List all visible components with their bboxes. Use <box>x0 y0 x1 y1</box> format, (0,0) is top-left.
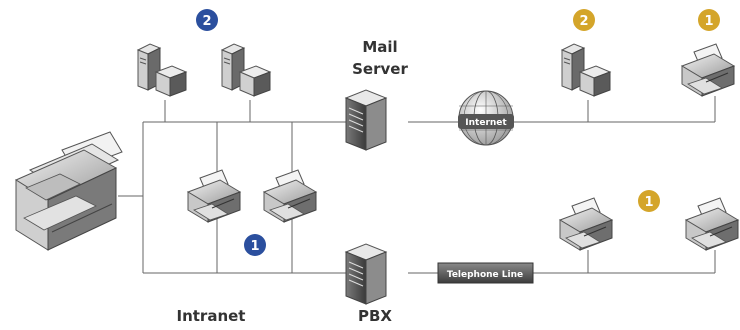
badge-intranet: 1 <box>250 239 259 254</box>
mail-server-label-line2: Server <box>352 60 408 78</box>
fax-machine-icon <box>187 169 241 223</box>
connection-lines <box>118 96 716 274</box>
desktop-computer-icon <box>561 43 611 97</box>
fax-machine-icon <box>263 169 317 223</box>
internet-globe-icon <box>458 90 514 146</box>
desktop-computer-icon <box>221 43 271 97</box>
telephone-line-label: Telephone Line <box>447 270 523 280</box>
pbx-label: PBX <box>358 307 392 325</box>
step-badges <box>196 9 720 256</box>
intranet-label: Intranet <box>177 307 246 325</box>
pbx-server-icon <box>345 243 387 305</box>
badge-top-right-bg <box>698 9 720 31</box>
fax-machine-icon <box>685 197 739 251</box>
mail-server-label-line1: Mail <box>362 38 397 56</box>
badge-top-left-bg <box>196 9 218 31</box>
internet-label: Internet <box>465 118 507 128</box>
badge-pstn-bg <box>638 190 660 212</box>
badge-top-mid: 2 <box>579 14 588 29</box>
desktop-computer-icon <box>137 43 187 97</box>
badge-pstn: 1 <box>644 195 653 210</box>
badge-top-mid-bg <box>573 9 595 31</box>
fax-machine-icon <box>681 43 735 97</box>
badge-intranet-bg <box>244 234 266 256</box>
mail-server-icon <box>345 89 387 151</box>
badge-top-left: 2 <box>202 14 211 29</box>
telephone-line-box <box>437 262 534 284</box>
fax-machine-icon <box>559 197 613 251</box>
multifunction-printer-icon <box>14 131 123 251</box>
badge-top-right: 1 <box>704 14 713 29</box>
